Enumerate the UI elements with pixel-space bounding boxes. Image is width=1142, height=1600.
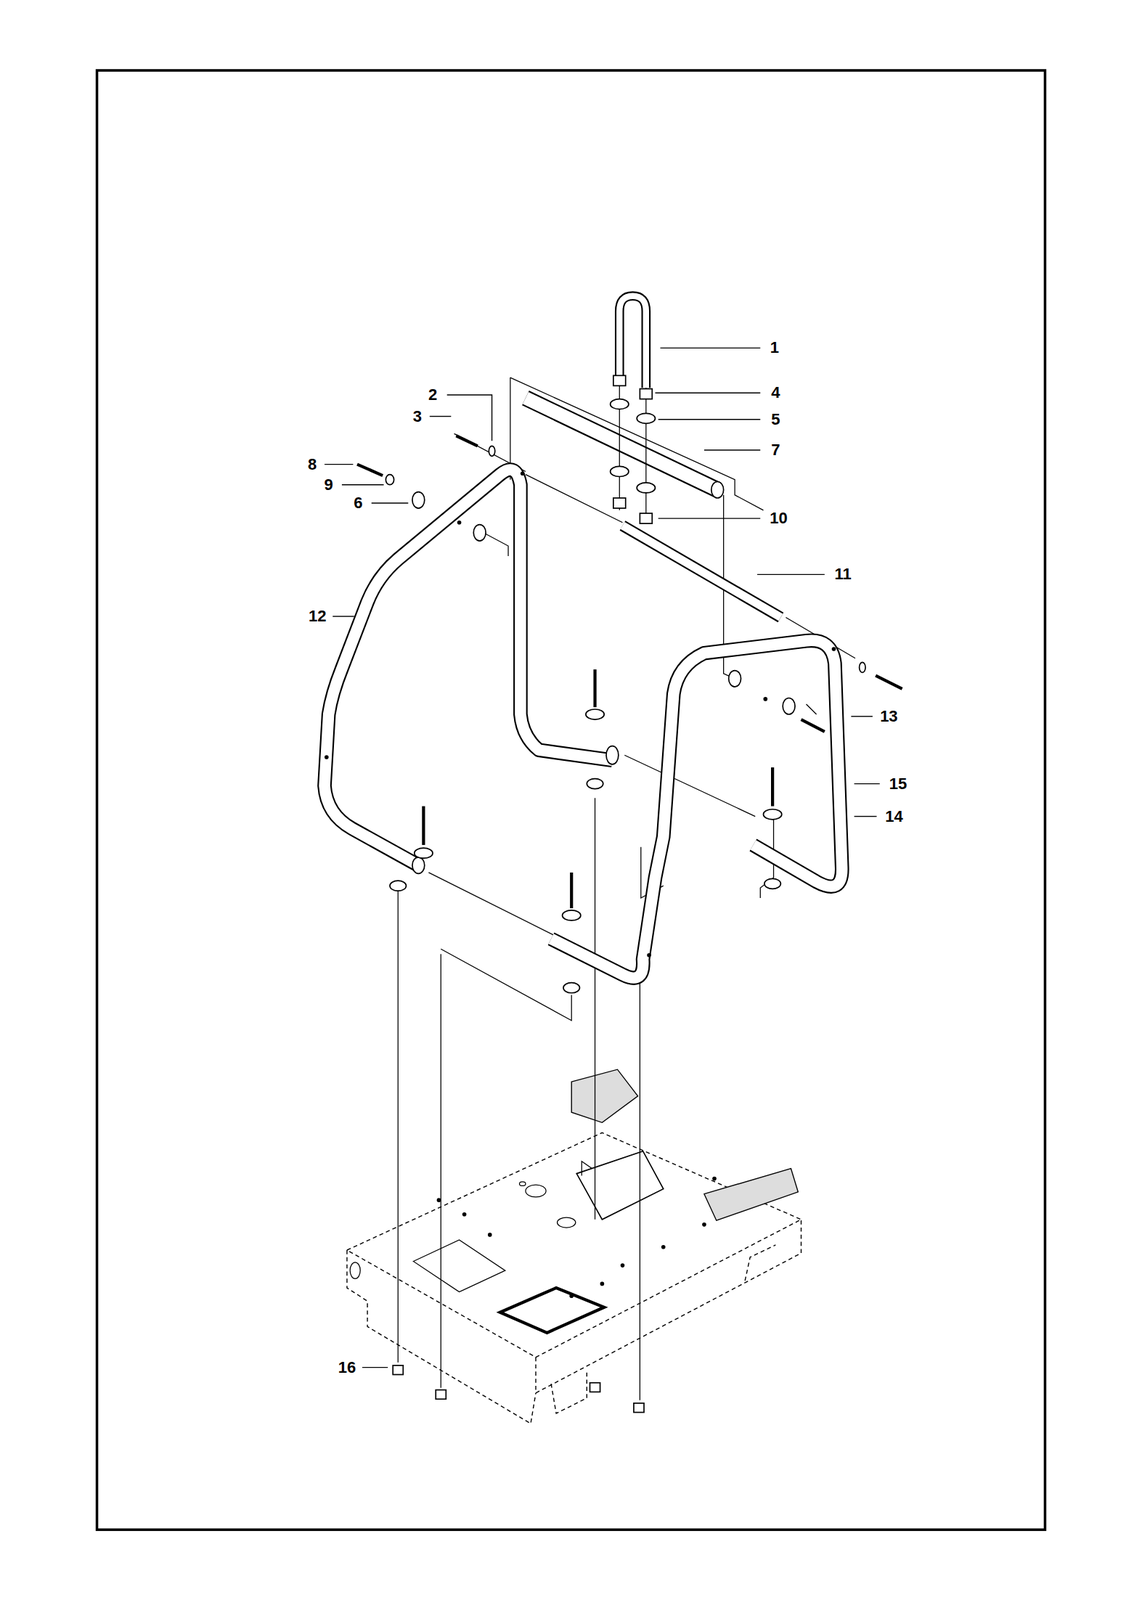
callout-number: 5: [769, 410, 782, 429]
callout-number: 14: [883, 808, 904, 826]
callout-number: 9: [323, 476, 335, 494]
callout-number: 1: [768, 339, 781, 357]
callout-number: 10: [768, 509, 789, 528]
callout-number: 3: [411, 408, 424, 426]
callout-number: 12: [307, 607, 328, 626]
callout-number: 2: [426, 386, 439, 404]
callout-number: 13: [878, 707, 899, 726]
assembly-lines: [397, 377, 856, 1401]
rods: [525, 296, 781, 618]
leader-lines: [324, 347, 880, 1368]
callout-number: 4: [769, 384, 782, 402]
callout-number: 7: [769, 441, 782, 459]
callout-number: 8: [306, 455, 318, 474]
handle-frame: [324, 469, 843, 978]
base-plate: [347, 1069, 802, 1424]
fasteners: [357, 375, 903, 1413]
frame-border: [97, 70, 1046, 1530]
callout-number: 6: [352, 494, 364, 512]
callout-number: 16: [336, 1359, 358, 1377]
callout-number: 11: [832, 565, 853, 583]
callout-number: 15: [887, 775, 909, 793]
